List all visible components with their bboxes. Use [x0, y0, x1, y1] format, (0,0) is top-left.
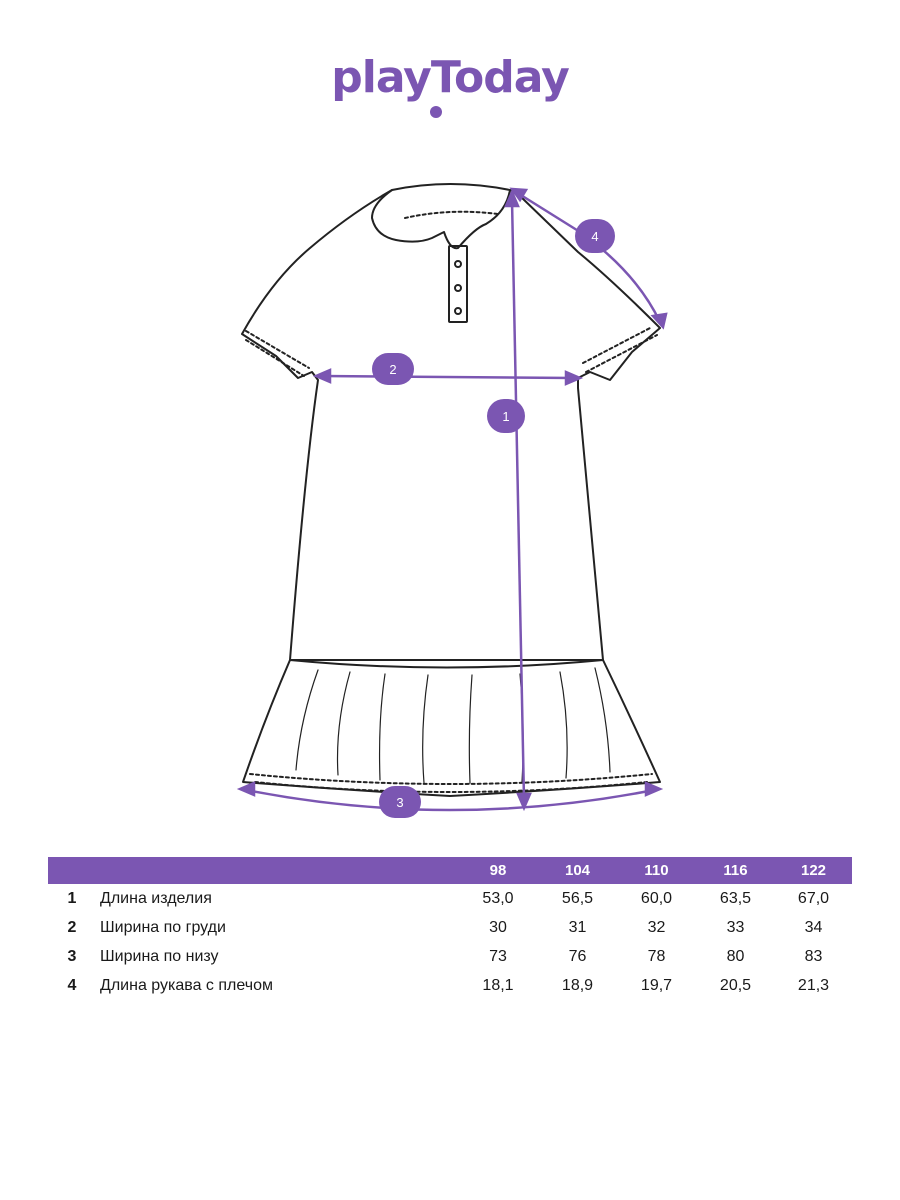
dress-sketch: 1 2 3 4	[236, 183, 668, 818]
arrow-chest	[321, 374, 575, 380]
cell-value: 19,7	[640, 976, 673, 994]
cell-value: 34	[804, 918, 823, 936]
table-row: 1 Длина изделия 53,0 56,5 60,0 63,5 67,0	[48, 884, 852, 913]
badge-3: 3	[379, 786, 421, 818]
arrow-bottom	[245, 788, 655, 812]
table-row: 3 Ширина по низу 73 76 78 80 83	[48, 942, 852, 971]
cell-value: 33	[726, 918, 745, 936]
cell-value: 30	[489, 918, 507, 936]
cell-value: 32	[647, 918, 666, 936]
row-label: Ширина по груди	[100, 918, 226, 936]
row-number: 1	[67, 889, 77, 907]
placket	[448, 245, 468, 323]
size-table: 98 104 110 116 122 1 Длина изделия 53,0 …	[48, 857, 852, 1000]
header-size-122: 122	[800, 862, 827, 879]
cell-value: 67,0	[797, 889, 830, 907]
svg-text:4: 4	[591, 229, 598, 244]
row-number: 4	[67, 976, 77, 994]
table-row: 4 Длина рукава с плечом 18,1 18,9 19,7 2…	[48, 971, 852, 1000]
svg-text:3: 3	[396, 795, 403, 810]
svg-text:1: 1	[502, 409, 509, 424]
row-number: 3	[67, 947, 77, 965]
arrow-length	[510, 199, 526, 801]
size-header-row: 98 104 110 116 122	[48, 857, 852, 884]
cell-value: 18,1	[482, 976, 514, 994]
cell-value: 83	[804, 947, 823, 965]
row-label: Ширина по низу	[100, 947, 219, 965]
cell-value: 31	[568, 918, 587, 936]
cell-value: 80	[726, 947, 745, 965]
badge-4: 4	[575, 219, 615, 253]
badge-2: 2	[372, 353, 414, 385]
cell-value: 21,3	[797, 976, 830, 994]
arrow-sleeve	[515, 190, 662, 323]
header-size-110: 110	[644, 862, 669, 879]
cell-value: 63,5	[719, 889, 752, 907]
logo-dot	[430, 106, 442, 118]
row-number: 2	[67, 918, 77, 936]
cell-value: 18,9	[561, 976, 594, 994]
row-label: Длина рукава с плечом	[100, 976, 273, 994]
cell-value: 56,5	[561, 889, 594, 907]
brand-logo: playToday	[331, 52, 570, 103]
cell-value: 60,0	[640, 889, 673, 907]
cell-value: 78	[647, 947, 666, 965]
header-size-98: 98	[489, 862, 507, 879]
header-num	[48, 857, 96, 884]
cell-value: 53,0	[482, 889, 514, 907]
collar-outline	[371, 189, 511, 250]
row-label: Длина изделия	[100, 889, 212, 907]
cell-value: 20,5	[719, 976, 752, 994]
cell-value: 73	[489, 947, 507, 965]
header-param	[96, 857, 458, 884]
svg-text:2: 2	[389, 362, 396, 377]
badge-1: 1	[487, 399, 525, 433]
header-size-116: 116	[723, 862, 748, 879]
table-row: 2 Ширина по груди 30 31 32 33 34	[48, 913, 852, 942]
cell-value: 76	[568, 947, 587, 965]
dress-bodice-outline	[241, 183, 661, 661]
header-size-104: 104	[564, 862, 591, 879]
